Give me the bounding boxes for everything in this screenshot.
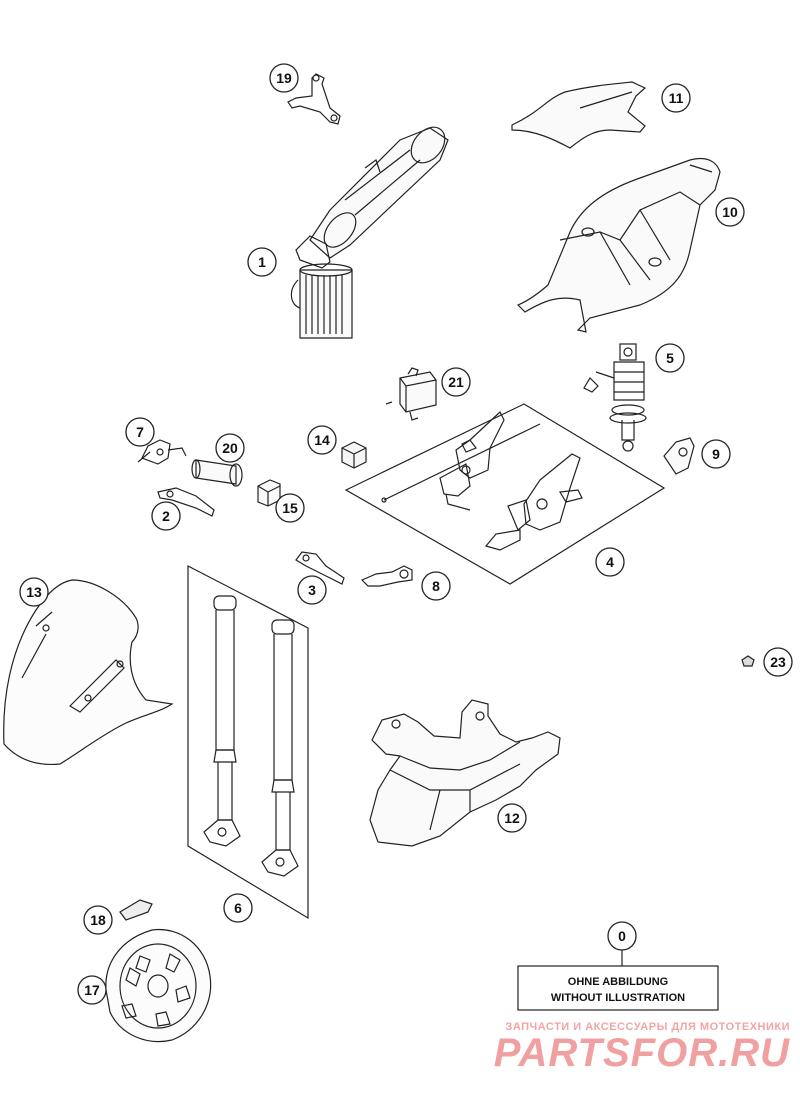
watermark-brand: PARTSFOR.RU — [494, 1031, 790, 1075]
part-1-exhaust — [290, 126, 449, 339]
part-8-lever — [360, 565, 413, 587]
callout-13: 13 — [26, 584, 42, 600]
callout-4: 4 — [606, 554, 614, 570]
callout-21: 21 — [448, 374, 464, 390]
part-2-lever — [157, 487, 215, 517]
note-box — [517, 965, 719, 1011]
callout-6: 6 — [234, 900, 242, 916]
callout-circle-17 — [77, 975, 107, 1005]
part-20-grip — [191, 459, 243, 487]
callout-14: 14 — [314, 432, 330, 448]
callout-9: 9 — [712, 446, 720, 462]
part-9-bracket — [663, 437, 695, 475]
callout-circle-12 — [497, 803, 527, 833]
callout-8: 8 — [432, 578, 440, 594]
callout-circle-9 — [701, 439, 731, 469]
callout-15: 15 — [282, 500, 298, 516]
callout-3: 3 — [308, 582, 316, 598]
watermark: ЗАПЧАСТИ И АКСЕССУАРЫ ДЛЯ МОТОТЕХНИКИ PA… — [494, 1021, 790, 1075]
part-18-brake-pads — [119, 899, 153, 921]
callout-20: 20 — [222, 440, 238, 456]
callout-circle-13 — [19, 577, 49, 607]
callout-10: 10 — [722, 204, 738, 220]
part-10-seat — [516, 157, 721, 333]
part-7-bracket — [137, 439, 187, 465]
callout-circle-20 — [215, 433, 245, 463]
callout-circle-4 — [595, 547, 625, 577]
callout-group — [19, 63, 793, 1005]
note-box-line-2: WITHOUT ILLUSTRATION — [551, 992, 685, 1004]
part-6-front-fork — [187, 565, 309, 920]
callout-circle-21 — [441, 367, 471, 397]
part-23-nut — [741, 655, 755, 667]
callout-circle-18 — [83, 905, 113, 935]
part-5-shock — [583, 343, 647, 452]
part-13-windscreen — [3, 579, 174, 766]
part-17-brake-disc — [105, 928, 212, 1043]
callout-19: 19 — [276, 70, 292, 86]
callout-7: 7 — [136, 424, 144, 440]
callout-circle-15 — [275, 493, 305, 523]
callout-circle-23 — [763, 647, 793, 677]
watermark-tagline: ЗАПЧАСТИ И АКСЕССУАРЫ ДЛЯ МОТОТЕХНИКИ — [505, 1021, 790, 1033]
callout-11: 11 — [669, 90, 684, 106]
callout-circle-19 — [269, 63, 299, 93]
callout-circle-3 — [297, 575, 327, 605]
part-19-bracket — [287, 73, 341, 125]
callout-0: 0 — [618, 928, 626, 944]
callout-17: 17 — [84, 982, 100, 998]
callout-circle-2 — [151, 501, 181, 531]
callout-circle-8 — [421, 571, 451, 601]
callout-circle-5 — [655, 343, 685, 373]
callout-5: 5 — [666, 350, 674, 366]
note-box-line-1: OHNE ABBILDUNG — [568, 976, 668, 988]
callout-circle-10 — [715, 197, 745, 227]
part-3-lever — [295, 551, 345, 585]
callout-circle-7 — [125, 417, 155, 447]
part-14-cube — [341, 441, 367, 469]
callout-circle-11 — [661, 83, 691, 113]
part-21-control-unit — [385, 367, 437, 421]
callout-12: 12 — [504, 810, 520, 826]
callout-circle-6 — [223, 893, 253, 923]
part-4-footrest-kit — [344, 403, 666, 585]
callout-2: 2 — [162, 508, 170, 524]
callout-circle-1 — [247, 247, 277, 277]
callout-1: 1 — [258, 254, 266, 270]
part-12-cover — [369, 699, 561, 847]
part-11-seat-pad — [511, 81, 647, 149]
callout-circle-14 — [307, 425, 337, 455]
callout-23: 23 — [770, 654, 786, 670]
callout-18: 18 — [90, 912, 106, 928]
callout-circle-0 — [607, 921, 637, 951]
